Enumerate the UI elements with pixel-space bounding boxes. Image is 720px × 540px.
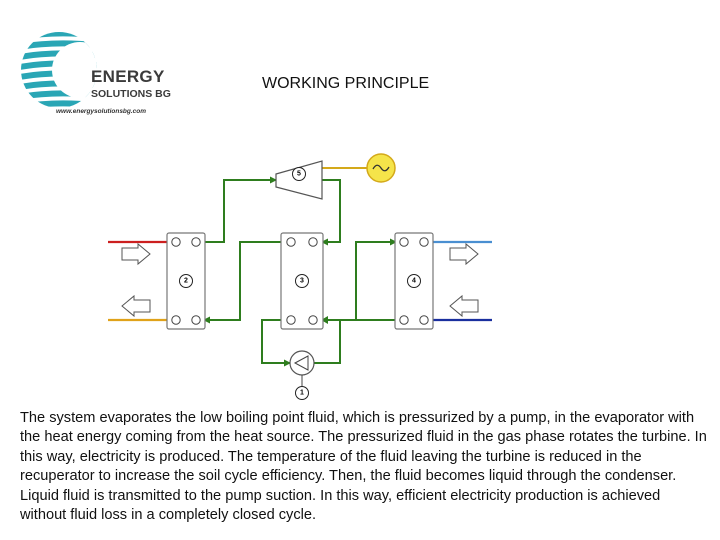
condenser: 4 bbox=[394, 232, 434, 330]
flow-recuperator-to-pump bbox=[261, 319, 291, 367]
company-logo bbox=[21, 32, 97, 108]
pump-number: 1 bbox=[300, 390, 304, 397]
description-text: The system evaporates the low boiling po… bbox=[20, 410, 707, 524]
evaporator: 2 bbox=[166, 232, 206, 330]
flow-evaporator-to-turbine bbox=[204, 176, 277, 243]
globe-logo-icon bbox=[21, 32, 97, 108]
flow-pump-to-recuperator bbox=[314, 320, 341, 364]
brand-url: www.energysolutionsbg.com bbox=[56, 108, 147, 115]
generator bbox=[366, 153, 396, 183]
evaporator-number: 2 bbox=[184, 278, 188, 285]
recuperator: 3 bbox=[280, 232, 324, 330]
coolant-out-arrow-icon bbox=[449, 242, 479, 266]
heat-out-arrow-icon bbox=[121, 294, 151, 318]
flow-recuperator-to-condenser bbox=[355, 238, 397, 320]
brand-name-line1: ENERGY bbox=[91, 67, 165, 86]
flow-arrowhead bbox=[321, 316, 328, 324]
turbine: 5 bbox=[275, 160, 323, 200]
flow-turbine-to-recuperator bbox=[321, 179, 341, 246]
page-title: WORKING PRINCIPLE bbox=[262, 75, 430, 92]
pump: 1 bbox=[289, 350, 315, 400]
coolant-in-arrow-icon bbox=[449, 294, 479, 318]
brand-name-line2: SOLUTIONS BG bbox=[91, 88, 171, 100]
heat-in-arrow-icon bbox=[121, 242, 151, 266]
condenser-number: 4 bbox=[412, 278, 416, 285]
recuperator-number: 3 bbox=[300, 278, 304, 285]
turbine-number: 5 bbox=[297, 171, 301, 178]
flow-recuperator-to-evaporator bbox=[203, 241, 282, 324]
